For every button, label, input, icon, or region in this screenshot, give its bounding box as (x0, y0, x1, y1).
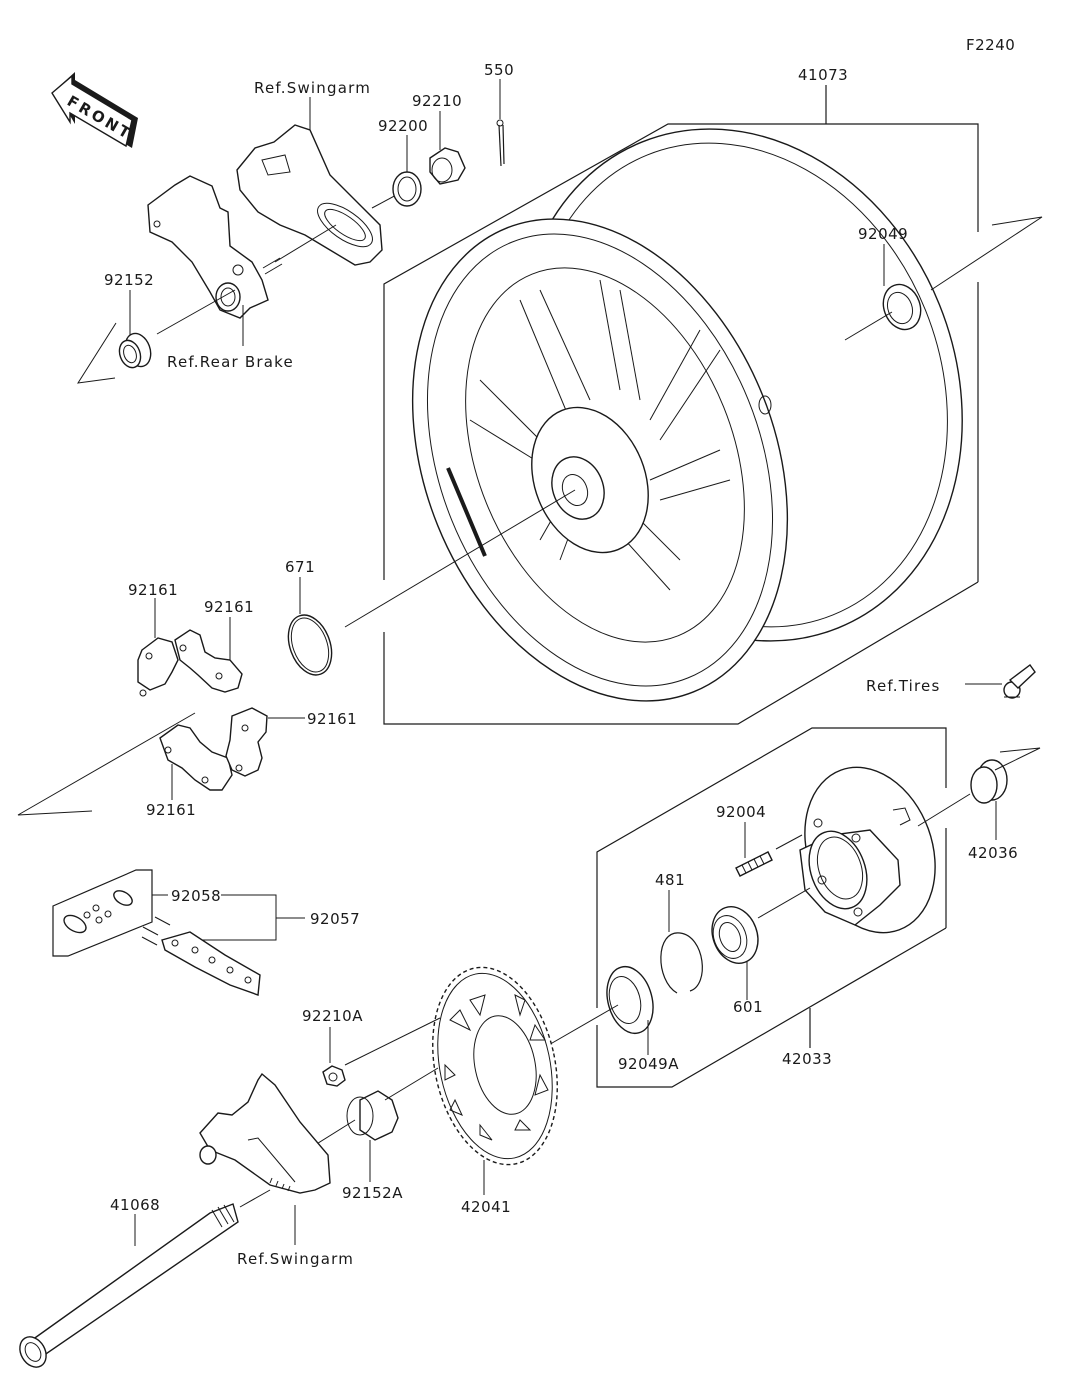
rear-wheel[interactable] (344, 62, 1037, 758)
callout-92058[interactable]: 92058 (171, 887, 221, 905)
drive-chain[interactable] (141, 916, 261, 996)
callout-92161-a[interactable]: 92161 (128, 581, 178, 599)
callout-92161-d[interactable]: 92161 (146, 801, 196, 819)
callout-550[interactable]: 550 (484, 61, 514, 79)
callout-481[interactable]: 481 (655, 871, 685, 889)
callout-42033[interactable]: 42033 (782, 1050, 832, 1068)
oil-seal-right[interactable] (877, 279, 927, 335)
callout-92049A[interactable]: 92049A (618, 1055, 679, 1073)
sprocket-coupling[interactable] (783, 749, 958, 951)
callout-92200[interactable]: 92200 (378, 117, 428, 135)
callout-ref-swingarm-bottom[interactable]: Ref.Swingarm (237, 1250, 354, 1268)
callout-42036[interactable]: 42036 (968, 844, 1018, 862)
cotter-pin[interactable] (496, 119, 505, 167)
stud[interactable] (735, 851, 773, 877)
callout-41073[interactable]: 41073 (798, 66, 848, 84)
collar-left[interactable] (116, 330, 155, 371)
chain-adjuster-right[interactable] (236, 97, 383, 266)
callout-ref-swingarm-top[interactable]: Ref.Swingarm (254, 79, 371, 97)
wheel-bracket (383, 85, 979, 725)
callout-92161-c[interactable]: 92161 (307, 710, 357, 728)
callout-92004[interactable]: 92004 (716, 803, 766, 821)
callout-42041[interactable]: 42041 (461, 1198, 511, 1216)
rear-axle[interactable] (15, 1203, 239, 1372)
axle-nut[interactable] (429, 147, 466, 185)
callout-92057[interactable]: 92057 (310, 910, 360, 928)
valve-stem[interactable] (1003, 664, 1036, 699)
callout-92161-b[interactable]: 92161 (204, 598, 254, 616)
callout-ref-tires[interactable]: Ref.Tires (866, 677, 940, 695)
callout-92152[interactable]: 92152 (104, 271, 154, 289)
master-link-box[interactable] (52, 869, 153, 957)
callout-92049[interactable]: 92049 (858, 225, 908, 243)
o-ring[interactable] (281, 609, 340, 681)
damper-upper[interactable] (137, 629, 243, 697)
callout-92210A[interactable]: 92210A (302, 1007, 363, 1025)
oil-seal-hub[interactable] (600, 961, 660, 1038)
collar-right[interactable] (346, 1090, 399, 1141)
callout-ref-rear-brake[interactable]: Ref.Rear Brake (167, 353, 294, 371)
callout-92210[interactable]: 92210 (412, 92, 462, 110)
hub-collar[interactable] (970, 759, 1008, 804)
callout-671[interactable]: 671 (285, 558, 315, 576)
front-arrow-icon: FRONT (51, 72, 138, 148)
callout-601[interactable]: 601 (733, 998, 763, 1016)
washer[interactable] (392, 171, 422, 207)
ball-bearing[interactable] (704, 900, 765, 970)
sprocket-nut[interactable] (322, 1065, 346, 1087)
hub-bracket (596, 727, 947, 1088)
callout-92152A[interactable]: 92152A (342, 1184, 403, 1202)
figure-code: F2240 (966, 36, 1015, 54)
callout-41068[interactable]: 41068 (110, 1196, 160, 1214)
circlip[interactable] (660, 932, 703, 994)
damper-lower[interactable] (159, 707, 268, 791)
rear-sprocket[interactable] (416, 956, 575, 1177)
chain-adjuster-left[interactable] (199, 1072, 331, 1245)
